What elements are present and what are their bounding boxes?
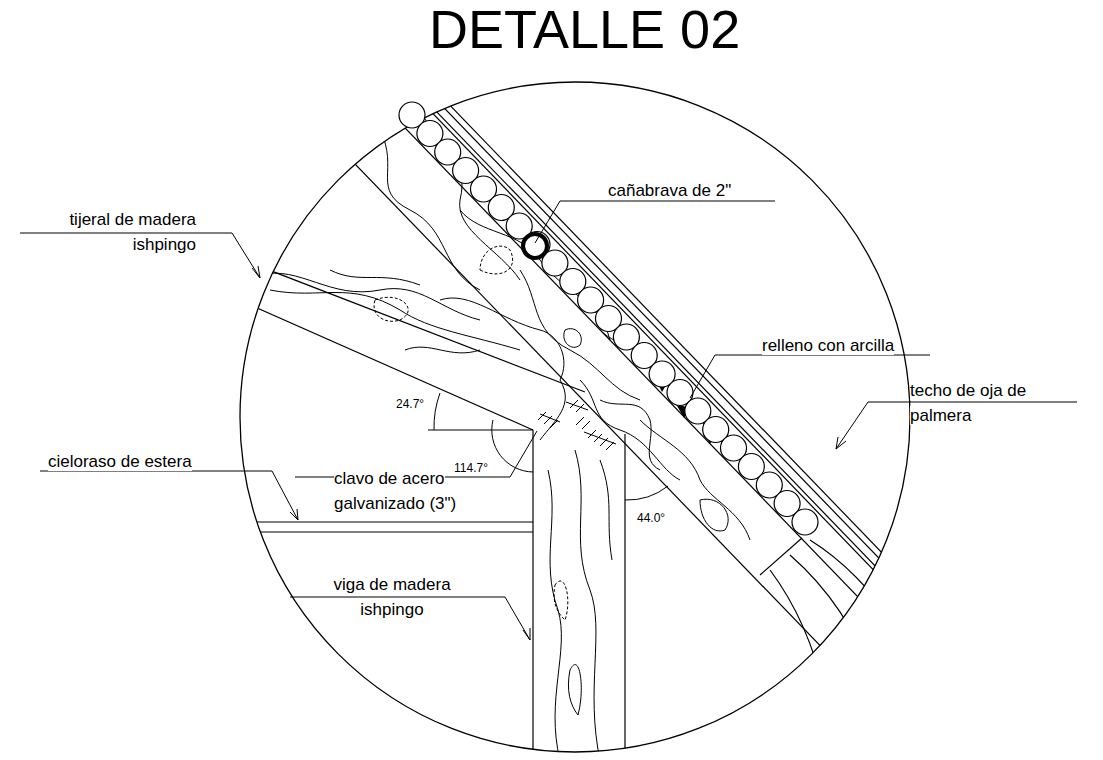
rafter-cut (760, 538, 802, 575)
lower-curve (810, 540, 905, 640)
drawing-title: DETALLE 02 (429, 2, 740, 56)
callout-label: 114.7° (454, 460, 488, 477)
rafter-edge (228, 0, 992, 736)
nail-marks (538, 400, 616, 450)
cane-row (399, 102, 818, 535)
callout-label: cieloraso de estera (48, 450, 192, 475)
label-text: tijeral de madera ishpingo (69, 210, 196, 254)
callout-label: relleno con arcilla (762, 334, 894, 359)
ceiling-line (230, 531, 533, 532)
callout-label: viga de madera ishpingo (312, 573, 472, 622)
label-text: 114.7° (454, 461, 488, 475)
palm-leaf-layer (259, 0, 1023, 707)
callout-label: tijeral de madera ishpingo (28, 208, 196, 257)
construction-members (184, 0, 1027, 760)
roof-layers (184, 0, 1027, 760)
leader-lines (20, 201, 1077, 640)
ceiling-line (230, 521, 533, 522)
callout-label: techo de oja de palmera (910, 379, 1070, 428)
lower-curve (790, 555, 875, 680)
post-edge (532, 430, 533, 760)
palm-leaf-layer (263, 0, 1027, 703)
angle-marks (428, 393, 668, 500)
rafter-edge (184, 0, 948, 760)
cane-section (792, 509, 818, 535)
callout-label: cañabrava de 2" (608, 179, 731, 204)
cane-section (524, 232, 550, 258)
chord-edge (230, 296, 533, 430)
label-text: 24.7° (396, 397, 424, 411)
callout-label: 24.7° (396, 396, 424, 413)
label-text: cieloraso de estera (48, 452, 192, 471)
chord-edge (230, 255, 585, 392)
wood-grain (260, 110, 750, 760)
label-text: relleno con arcilla (762, 336, 894, 355)
label-text: 44.0° (637, 511, 665, 525)
label-text: cañabrava de 2" (608, 181, 731, 200)
label-text: viga de madera ishpingo (333, 575, 450, 619)
palm-leaf-layer (250, 0, 1014, 715)
callout-label: 44.0° (637, 510, 665, 527)
label-text: clavo de acero galvanizado (3") (334, 469, 456, 513)
label-text: techo de oja de palmera (910, 381, 1026, 425)
post-edge (624, 434, 625, 760)
highlighted-cane (523, 234, 547, 258)
circle-frame (240, 82, 910, 752)
